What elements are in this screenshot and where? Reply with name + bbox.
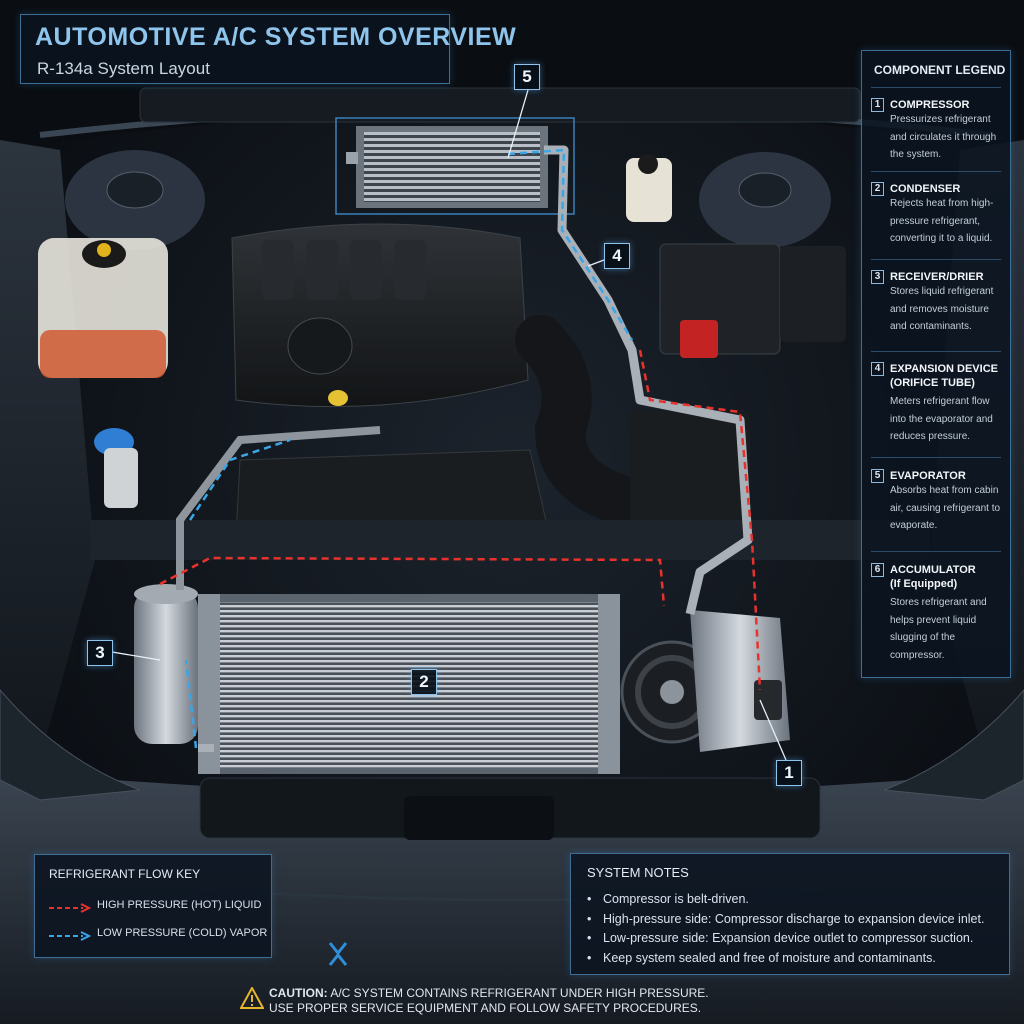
callout-condenser: 2 — [411, 669, 437, 695]
legend-description: Absorbs heat from cabin air, causing ref… — [890, 485, 1001, 531]
legend-name: EVAPORATOR — [890, 470, 966, 482]
divider — [871, 551, 1001, 552]
legend-name-sub: (If Equipped) — [890, 578, 958, 590]
legend-name: ACCUMULATOR — [890, 564, 976, 576]
high-pressure-arrow-icon — [49, 903, 91, 913]
notes-list: •Compressor is belt-driven. •High-pressu… — [587, 890, 984, 968]
system-notes: SYSTEM NOTES •Compressor is belt-driven.… — [570, 853, 1010, 975]
note-text: Compressor is belt-driven. — [603, 892, 749, 906]
low-pressure-arrow-icon — [49, 931, 91, 941]
divider — [871, 457, 1001, 458]
legend-description: Rejects heat from high-pressure refriger… — [890, 198, 994, 244]
component-legend: COMPONENT LEGEND 1 COMPRESSOR Pressurize… — [861, 50, 1011, 678]
note-text: Low-pressure side: Expansion device outl… — [603, 931, 974, 946]
caution-label: CAUTION: — [269, 986, 328, 1000]
legend-description: Meters refrigerant flow into the evapora… — [890, 396, 993, 442]
list-item: •Compressor is belt-driven. — [587, 892, 749, 906]
page-title: AUTOMOTIVE A/C SYSTEM OVERVIEW — [35, 23, 517, 51]
legend-description: Pressurizes refrigerant and circulates i… — [890, 114, 997, 160]
flow-key-low: LOW PRESSURE (COLD) VAPOR — [49, 927, 269, 943]
flow-key-high: HIGH PRESSURE (HOT) LIQUID — [49, 899, 269, 915]
legend-name: COMPRESSOR — [890, 99, 970, 111]
callout-receiver-drier: 3 — [87, 640, 113, 666]
callout-evaporator: 5 — [514, 64, 540, 90]
legend-description: Stores refrigerant and helps prevent liq… — [890, 597, 987, 661]
notes-heading: SYSTEM NOTES — [587, 865, 689, 880]
legend-description: Stores liquid refrigerant and removes mo… — [890, 286, 994, 332]
legend-number: 1 — [871, 98, 884, 112]
divider — [871, 259, 1001, 260]
legend-number: 3 — [871, 270, 884, 284]
legend-number: 2 — [871, 182, 884, 196]
chevron-mark-icon — [328, 942, 348, 966]
caution-banner: CAUTION: A/C SYSTEM CONTAINS REFRIGERANT… — [240, 984, 800, 1020]
divider — [871, 351, 1001, 352]
note-text: High-pressure side: Compressor discharge… — [603, 911, 985, 926]
legend-number: 6 — [871, 563, 884, 577]
divider — [871, 87, 1001, 88]
callout-expansion-device: 4 — [604, 243, 630, 269]
flow-key-high-label: HIGH PRESSURE (HOT) LIQUID — [97, 899, 262, 911]
flow-key-low-label: LOW PRESSURE (COLD) VAPOR — [97, 927, 268, 939]
legend-heading: COMPONENT LEGEND — [874, 63, 1006, 77]
legend-name: EXPANSION DEVICE — [890, 363, 998, 375]
title-panel: AUTOMOTIVE A/C SYSTEM OVERVIEW R-134a Sy… — [20, 14, 516, 84]
page-subtitle: R-134a System Layout — [37, 59, 210, 78]
legend-number: 5 — [871, 469, 884, 483]
caution-text-1: A/C SYSTEM CONTAINS REFRIGERANT UNDER HI… — [330, 986, 709, 1000]
list-item: •High-pressure side: Compressor discharg… — [587, 911, 985, 926]
flow-key-heading: REFRIGERANT FLOW KEY — [49, 867, 201, 881]
legend-name: RECEIVER/DRIER — [890, 271, 984, 283]
divider — [871, 171, 1001, 172]
list-item: •Keep system sealed and free of moisture… — [587, 950, 936, 965]
note-text: Keep system sealed and free of moisture … — [603, 950, 936, 965]
callout-compressor: 1 — [776, 760, 802, 786]
list-item: •Low-pressure side: Expansion device out… — [587, 931, 974, 946]
legend-name: CONDENSER — [890, 183, 961, 195]
legend-name-sub: (ORIFICE TUBE) — [890, 377, 975, 389]
legend-number: 4 — [871, 362, 884, 376]
caution-line-1: CAUTION: A/C SYSTEM CONTAINS REFRIGERANT… — [269, 986, 709, 1000]
refrigerant-flow-key: REFRIGERANT FLOW KEY HIGH PRESSURE (HOT)… — [34, 854, 272, 958]
caution-line-2: USE PROPER SERVICE EQUIPMENT AND FOLLOW … — [269, 1001, 702, 1015]
warning-icon — [240, 987, 264, 1009]
